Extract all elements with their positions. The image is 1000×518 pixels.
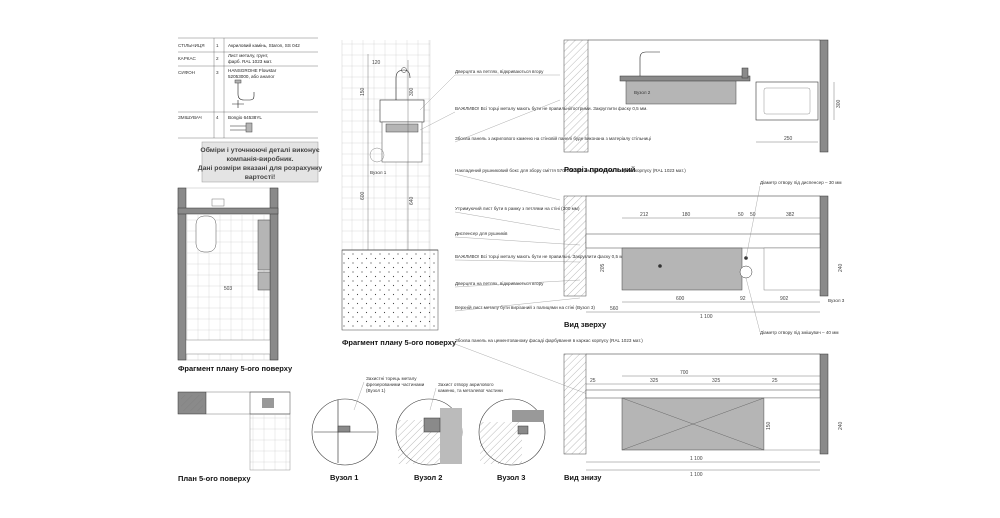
center-elevation: Вузол 1 120 150 600 300 640 [341, 40, 439, 331]
caption-section: Розріз продольний [564, 165, 636, 174]
dimension-note: Діаметр отвору під диспенсер – 30 мм [760, 180, 842, 185]
dimension-label: 150 [766, 421, 772, 430]
top-view: 212 180 50 50 382 600 92 902 560 1 100 2… [563, 180, 845, 335]
material-num: 1 [216, 43, 219, 48]
caption-node-1: Вузол 1 [330, 473, 358, 482]
notice-line: Обміри і уточнюючі деталі виконує [200, 146, 319, 154]
material-desc: HANSGROHE Flowstar [228, 68, 277, 73]
caption-node-2: Вузол 2 [414, 473, 442, 482]
notice-line: вартості! [245, 173, 276, 181]
dimension-label: 600 [676, 296, 685, 302]
material-num: 2 [216, 56, 219, 61]
node3-reference: Вузол 3 [828, 298, 845, 303]
node-3-detail [478, 398, 546, 466]
dimension-note: Діаметр отвору під змішувач – 40 мм [760, 330, 839, 335]
dimension-label: 120 [372, 60, 381, 66]
siphon-icon [232, 79, 255, 108]
dimension-label: 92 [740, 296, 746, 302]
node-note: фрезерованими частинами [366, 382, 425, 387]
caption-top-view: Вид зверху [564, 320, 607, 329]
plan-dimension: 503 [224, 286, 233, 292]
material-desc: Акриловий камінь, Staron, SS 042 [228, 42, 300, 48]
note: ВАЖЛИВО! Всі торці металу мають бути не … [455, 106, 648, 111]
node-1-detail [311, 398, 379, 466]
dimension-label: 600 [360, 191, 366, 200]
materials-table: СТІЛЬНИЦЯ 1 Акриловий камінь, Staron, SS… [178, 37, 318, 139]
dimension-label: 50 [750, 212, 756, 218]
dimension-label: 325 [650, 378, 659, 384]
material-num: 4 [216, 115, 219, 120]
note: Накладений рушниковий бокс для збору смі… [455, 167, 686, 173]
caption-fragment-plan-left: Фрагмент плану 5-ого поверху [178, 364, 293, 373]
dimension-label: 640 [409, 196, 415, 205]
material-desc: Лист металу, грунт, [228, 53, 269, 58]
dimension-label: 382 [786, 212, 795, 218]
node-note: Захистні торець металу [366, 376, 417, 381]
note: ВАЖЛИВО! Всі торці металу мають бути не … [455, 254, 627, 259]
fragment-plan-left: 503 [177, 187, 279, 361]
dimension-label: 250 [784, 136, 793, 142]
material-desc: Bongio 64538YL [228, 115, 262, 120]
material-label: КАРКАС [178, 56, 196, 61]
mixer-icon [230, 122, 253, 133]
dimension-label: 25 [772, 378, 778, 384]
bottom-view: 700 25 325 325 25 1 100 1 100 240 150 [563, 353, 844, 478]
caption-bottom-view: Вид знизу [564, 473, 602, 482]
longitudinal-section: Вузол 2 250 300 [563, 39, 842, 153]
notice-line: компанія-виробник. [227, 155, 294, 163]
dimension-label: 25 [590, 378, 596, 384]
dimension-label: 300 [409, 87, 415, 96]
dimension-label: 300 [836, 99, 842, 108]
dimension-label: 1 100 [690, 456, 703, 462]
dimension-label: 700 [680, 370, 689, 376]
note: Утримуючий лист бути в рамку з петлями н… [455, 205, 580, 211]
notes-column: Дверцята на петлях, відкриваються вгору … [419, 69, 686, 396]
notice-box: Обміри і уточнюючі деталі виконує компан… [198, 141, 323, 183]
material-label: СИФОН [178, 70, 195, 75]
section-node-label: Вузол 2 [634, 90, 651, 95]
dimension-label: 180 [682, 212, 691, 218]
dimension-label: 150 [360, 87, 366, 96]
note: Диспенсер для рушників [455, 231, 508, 236]
dimension-label: 240 [838, 263, 844, 272]
plan-5th-floor [177, 391, 291, 471]
node-2-detail [395, 398, 463, 466]
node-note: Захист отвору акрилового [438, 382, 494, 387]
caption-plan-5th: План 5-ого поверху [178, 474, 251, 483]
dimension-label: 212 [640, 212, 649, 218]
dimension-label: 902 [780, 296, 789, 302]
note: Збоєва панель на цементованому фасаді фа… [455, 338, 643, 343]
material-num: 3 [216, 70, 219, 75]
material-desc: фарб. RAL 1023 мат. [228, 59, 272, 64]
dimension-label: 205 [600, 263, 606, 272]
note: Дверцята на петлях, відкриваються вгору [455, 69, 544, 74]
notice-line: Дані розміри вказані для розрахунку [198, 164, 323, 172]
material-label: ЗМІШУВАЧ [178, 115, 202, 120]
dimension-label: 1 100 [700, 314, 713, 320]
dimension-label: 240 [838, 421, 844, 430]
node-note: каменю, та металевої частини [438, 388, 503, 393]
dimension-label: 50 [738, 212, 744, 218]
node1-reference: Вузол 1 [370, 170, 387, 175]
note: Збоєва панель з акрилового каменю на сті… [455, 135, 651, 141]
node-note: (Вузол 1) [366, 388, 386, 393]
material-desc: 52053000, або аналог [228, 74, 275, 79]
material-label: СТІЛЬНИЦЯ [178, 43, 205, 48]
caption-fragment-plan-center: Фрагмент плану 5-ого поверху [342, 338, 457, 347]
dimension-label: 1 100 [690, 472, 703, 478]
note: Дверцята на петлях, відкриваються вгору [455, 281, 544, 286]
dimension-label: 560 [610, 306, 619, 312]
dimension-label: 325 [712, 378, 721, 384]
caption-node-3: Вузол 3 [497, 473, 525, 482]
note: Верхній лист металу бути вирізаний з пал… [455, 304, 595, 310]
